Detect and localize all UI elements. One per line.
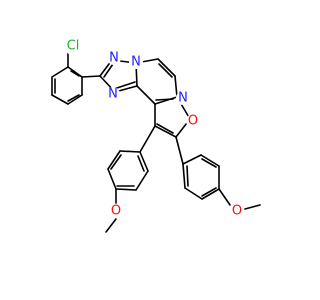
svg-text:N: N: [178, 91, 188, 106]
svg-text:O: O: [188, 114, 198, 129]
atom-label-methoxy-o-left: O: [109, 204, 123, 219]
atom-label-furan-o: O: [186, 114, 200, 129]
svg-text:N: N: [108, 87, 118, 102]
svg-text:N: N: [109, 51, 119, 66]
svg-text:O: O: [232, 204, 242, 219]
chlorine-label: Cl: [67, 39, 80, 54]
atom-label-triazole-n1: N: [107, 51, 121, 66]
atom-label-methoxy-o-right: O: [230, 204, 244, 219]
svg-text:O: O: [111, 204, 121, 219]
bond-lines: [51, 51, 261, 233]
atom-label-triazole-n3: N: [106, 87, 120, 102]
atom-label-pyrimidine-n: N: [176, 91, 190, 106]
atom-label-chlorine: Cl: [64, 37, 82, 55]
atom-label-triazole-n2: N: [129, 55, 143, 70]
svg-text:N: N: [131, 55, 141, 70]
molecule-structure-diagram: Cl N N N N O O O: [51, 37, 261, 233]
